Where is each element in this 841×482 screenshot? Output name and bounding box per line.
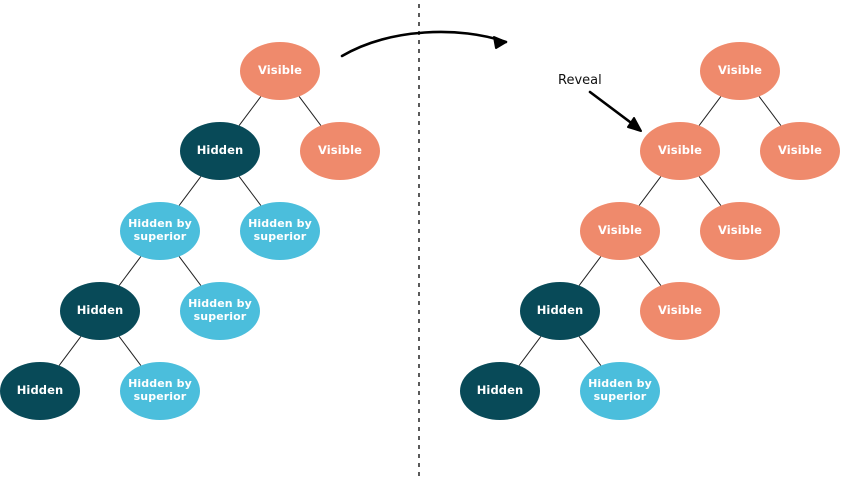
tree-node-label: Visible bbox=[717, 223, 763, 238]
tree-node-visible[interactable]: Visible bbox=[640, 282, 720, 340]
tree-node-hiddensup[interactable]: Hidden by superior bbox=[120, 202, 200, 260]
tree-node-label: Visible bbox=[717, 63, 763, 78]
tree-node-label: Visible bbox=[317, 143, 363, 158]
tree-edge bbox=[238, 96, 262, 126]
tree-node-visible[interactable]: Visible bbox=[760, 122, 840, 180]
tree-node-hidden[interactable]: Hidden bbox=[60, 282, 140, 340]
tree-node-visible[interactable]: Visible bbox=[300, 122, 380, 180]
tree-node-label: Visible bbox=[657, 143, 703, 158]
tree-edge bbox=[578, 336, 602, 366]
tree-node-hidden[interactable]: Hidden bbox=[460, 362, 540, 420]
tree-node-label: Hidden bbox=[196, 143, 244, 158]
tree-node-hiddensup[interactable]: Hidden by superior bbox=[240, 202, 320, 260]
transform-arrow-head-icon bbox=[493, 36, 507, 49]
tree-node-hiddensup[interactable]: Hidden by superior bbox=[580, 362, 660, 420]
tree-edge bbox=[298, 96, 322, 126]
transform-arrow-curve bbox=[340, 30, 508, 58]
tree-node-hidden[interactable]: Hidden bbox=[0, 362, 80, 420]
tree-node-hiddensup[interactable]: Hidden by superior bbox=[120, 362, 200, 420]
tree-node-label: Hidden by superior bbox=[128, 377, 192, 403]
tree-node-label: Hidden bbox=[16, 383, 64, 398]
tree-edge bbox=[638, 256, 662, 286]
tree-node-label: Hidden by superior bbox=[588, 377, 652, 403]
tree-node-hiddensup[interactable]: Hidden by superior bbox=[180, 282, 260, 340]
tree-edge bbox=[238, 176, 262, 206]
tree-node-label: Hidden bbox=[536, 303, 584, 318]
tree-edge bbox=[118, 336, 142, 366]
tree-edge bbox=[178, 176, 202, 206]
tree-node-label: Hidden bbox=[476, 383, 524, 398]
tree-edge bbox=[118, 256, 142, 286]
reveal-annotation-label: Reveal bbox=[558, 73, 602, 88]
tree-node-visible[interactable]: Visible bbox=[580, 202, 660, 260]
tree-edges bbox=[58, 96, 782, 366]
tree-edge bbox=[578, 256, 602, 286]
tree-node-label: Visible bbox=[257, 63, 303, 78]
tree-edge bbox=[698, 96, 722, 126]
reveal-arrow-line bbox=[588, 90, 640, 130]
tree-edge bbox=[698, 176, 722, 206]
annotation-arrows bbox=[340, 30, 642, 132]
tree-node-label: Hidden by superior bbox=[128, 217, 192, 243]
tree-node-label: Hidden by superior bbox=[248, 217, 312, 243]
tree-node-hidden[interactable]: Hidden bbox=[180, 122, 260, 180]
tree-node-label: Visible bbox=[777, 143, 823, 158]
tree-node-label: Hidden bbox=[76, 303, 124, 318]
tree-node-hidden[interactable]: Hidden bbox=[520, 282, 600, 340]
tree-edge bbox=[178, 256, 202, 286]
tree-node-visible[interactable]: Visible bbox=[640, 122, 720, 180]
tree-edge bbox=[638, 176, 662, 206]
tree-node-visible[interactable]: Visible bbox=[700, 202, 780, 260]
tree-node-visible[interactable]: Visible bbox=[700, 42, 780, 100]
tree-node-label: Visible bbox=[597, 223, 643, 238]
tree-edge bbox=[58, 336, 82, 366]
tree-edge bbox=[518, 336, 542, 366]
tree-edge bbox=[758, 96, 782, 126]
reveal-arrow-head-icon bbox=[627, 117, 642, 132]
tree-node-visible[interactable]: Visible bbox=[240, 42, 320, 100]
tree-node-label: Hidden by superior bbox=[188, 297, 252, 323]
tree-node-label: Visible bbox=[657, 303, 703, 318]
